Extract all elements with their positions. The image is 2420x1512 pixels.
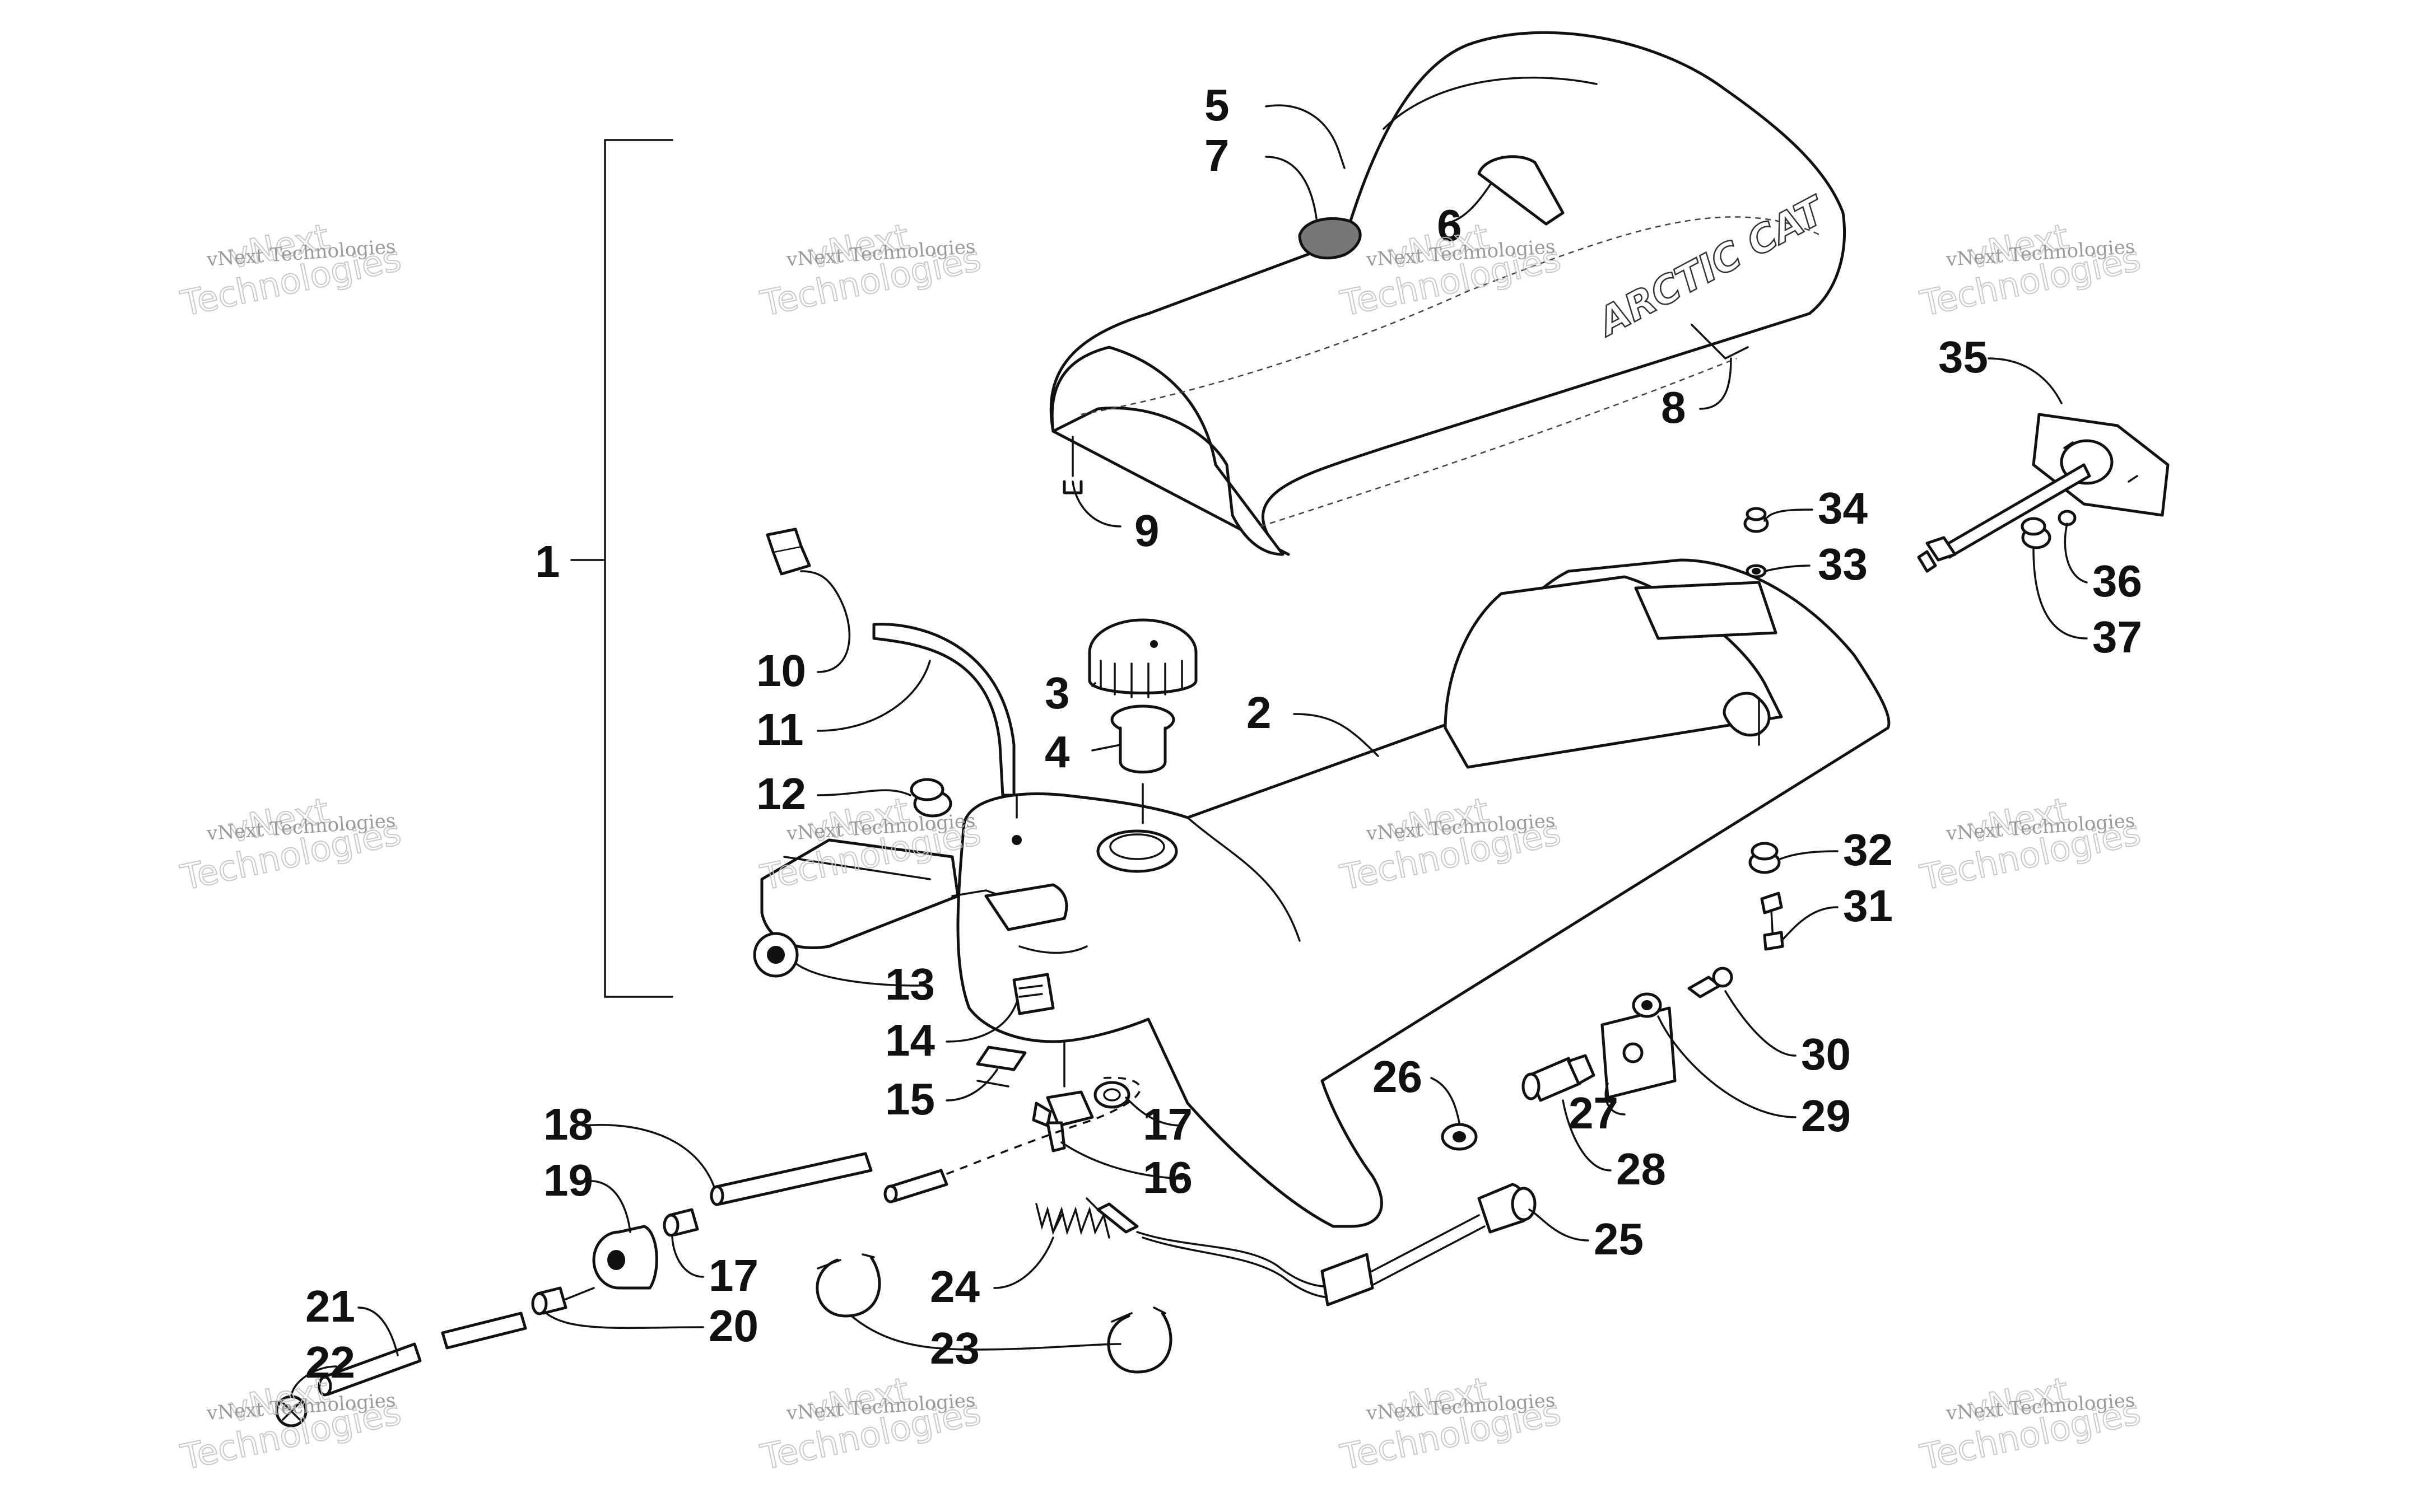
grommet-12 (910, 778, 952, 818)
callout-26: 26 (1372, 1052, 1422, 1102)
fuel-label (1012, 973, 1055, 1015)
callout-7: 7 (1204, 130, 1230, 180)
grommet-26 (1441, 1123, 1478, 1151)
fuel-filter-19 (592, 1225, 658, 1290)
callout-12: 12 (756, 769, 806, 819)
seat: ARCTIC CAT (1049, 31, 1846, 556)
callout-19: 19 (543, 1155, 593, 1205)
callout-27: 27 (1569, 1088, 1618, 1138)
callout-5: 5 (1204, 80, 1230, 130)
callout-16: 16 (1143, 1152, 1193, 1202)
nut-37 (2021, 517, 2051, 549)
callout-10: 10 (756, 646, 806, 696)
nut-32 (1748, 842, 1781, 874)
fitting-17-lower (663, 1208, 699, 1237)
callout-14: 14 (885, 1015, 935, 1065)
callout-23: 23 (930, 1323, 980, 1373)
callout-25: 25 (1594, 1214, 1644, 1264)
nut-29 (1632, 992, 1662, 1018)
spring-clip-23a (816, 1253, 881, 1318)
callout-17-upper: 17 (1143, 1099, 1193, 1149)
callout-4: 4 (1045, 727, 1070, 777)
callout-34: 34 (1818, 483, 1868, 533)
filler-neck-ring (1096, 829, 1178, 873)
callout-21: 21 (305, 1281, 355, 1331)
callout-35: 35 (1938, 332, 1988, 382)
throttle-cable-25 (1086, 1183, 1537, 1306)
callout-28: 28 (1616, 1144, 1666, 1194)
seat-latch-handle (1477, 155, 1565, 226)
clip-10 (766, 528, 811, 576)
fuel-cap-gasket (1110, 704, 1175, 824)
callout-31: 31 (1843, 881, 1893, 931)
key-30 (1687, 967, 1733, 998)
callout-1: 1 (535, 536, 560, 586)
leader-lines (290, 104, 2088, 1398)
callout-3: 3 (1045, 668, 1070, 718)
fuel-tank (760, 558, 1891, 1228)
shutoff-valve-16 (1032, 1040, 1094, 1152)
callout-11: 11 (756, 704, 804, 754)
clip-15 (976, 1046, 1027, 1088)
switch-28 (1521, 1054, 1595, 1102)
callout-labels: 1 2 3 4 5 6 7 8 9 10 11 12 13 14 15 16 1… (305, 80, 2142, 1387)
fuel-hose-21 (318, 1312, 527, 1397)
callout-24: 24 (930, 1262, 980, 1312)
callout-29: 29 (1801, 1091, 1851, 1141)
fuel-line-18 (710, 1152, 948, 1206)
callout-22: 22 (305, 1337, 355, 1387)
callout-6: 6 (1437, 200, 1462, 250)
callout-17-lower: 17 (709, 1250, 758, 1300)
callout-37: 37 (2092, 612, 2142, 662)
seat-clip (1063, 436, 1083, 494)
callout-15: 15 (885, 1074, 935, 1124)
washer-33 (1746, 564, 1767, 578)
callout-8: 8 (1661, 382, 1686, 432)
spring-clip-23b (1107, 1306, 1172, 1374)
vent-hose-11 (872, 623, 1022, 845)
callout-32: 32 (1843, 825, 1893, 875)
fitting-20 (531, 1286, 595, 1315)
callout-18: 18 (543, 1099, 593, 1149)
taillight-35 (1917, 413, 2170, 573)
decal-13 (753, 932, 799, 978)
plate-27 (1600, 1006, 1677, 1099)
nut-34 (1743, 507, 1769, 533)
fuel-cap (1088, 618, 1198, 698)
callout-9: 9 (1134, 506, 1160, 556)
callout-33: 33 (1818, 539, 1868, 589)
callout-13: 13 (885, 959, 935, 1009)
fitting-17-upper (1093, 1081, 1130, 1109)
callout-2: 2 (1246, 688, 1272, 738)
screw-31 (1760, 892, 1784, 951)
callout-20: 20 (709, 1301, 758, 1351)
callout-36: 36 (2092, 556, 2142, 606)
assembly-bracket (570, 139, 673, 998)
spring-24 (1035, 1203, 1110, 1239)
seat-patch (1298, 217, 1362, 260)
tank-hole (1723, 692, 1771, 737)
callout-30: 30 (1801, 1029, 1851, 1079)
